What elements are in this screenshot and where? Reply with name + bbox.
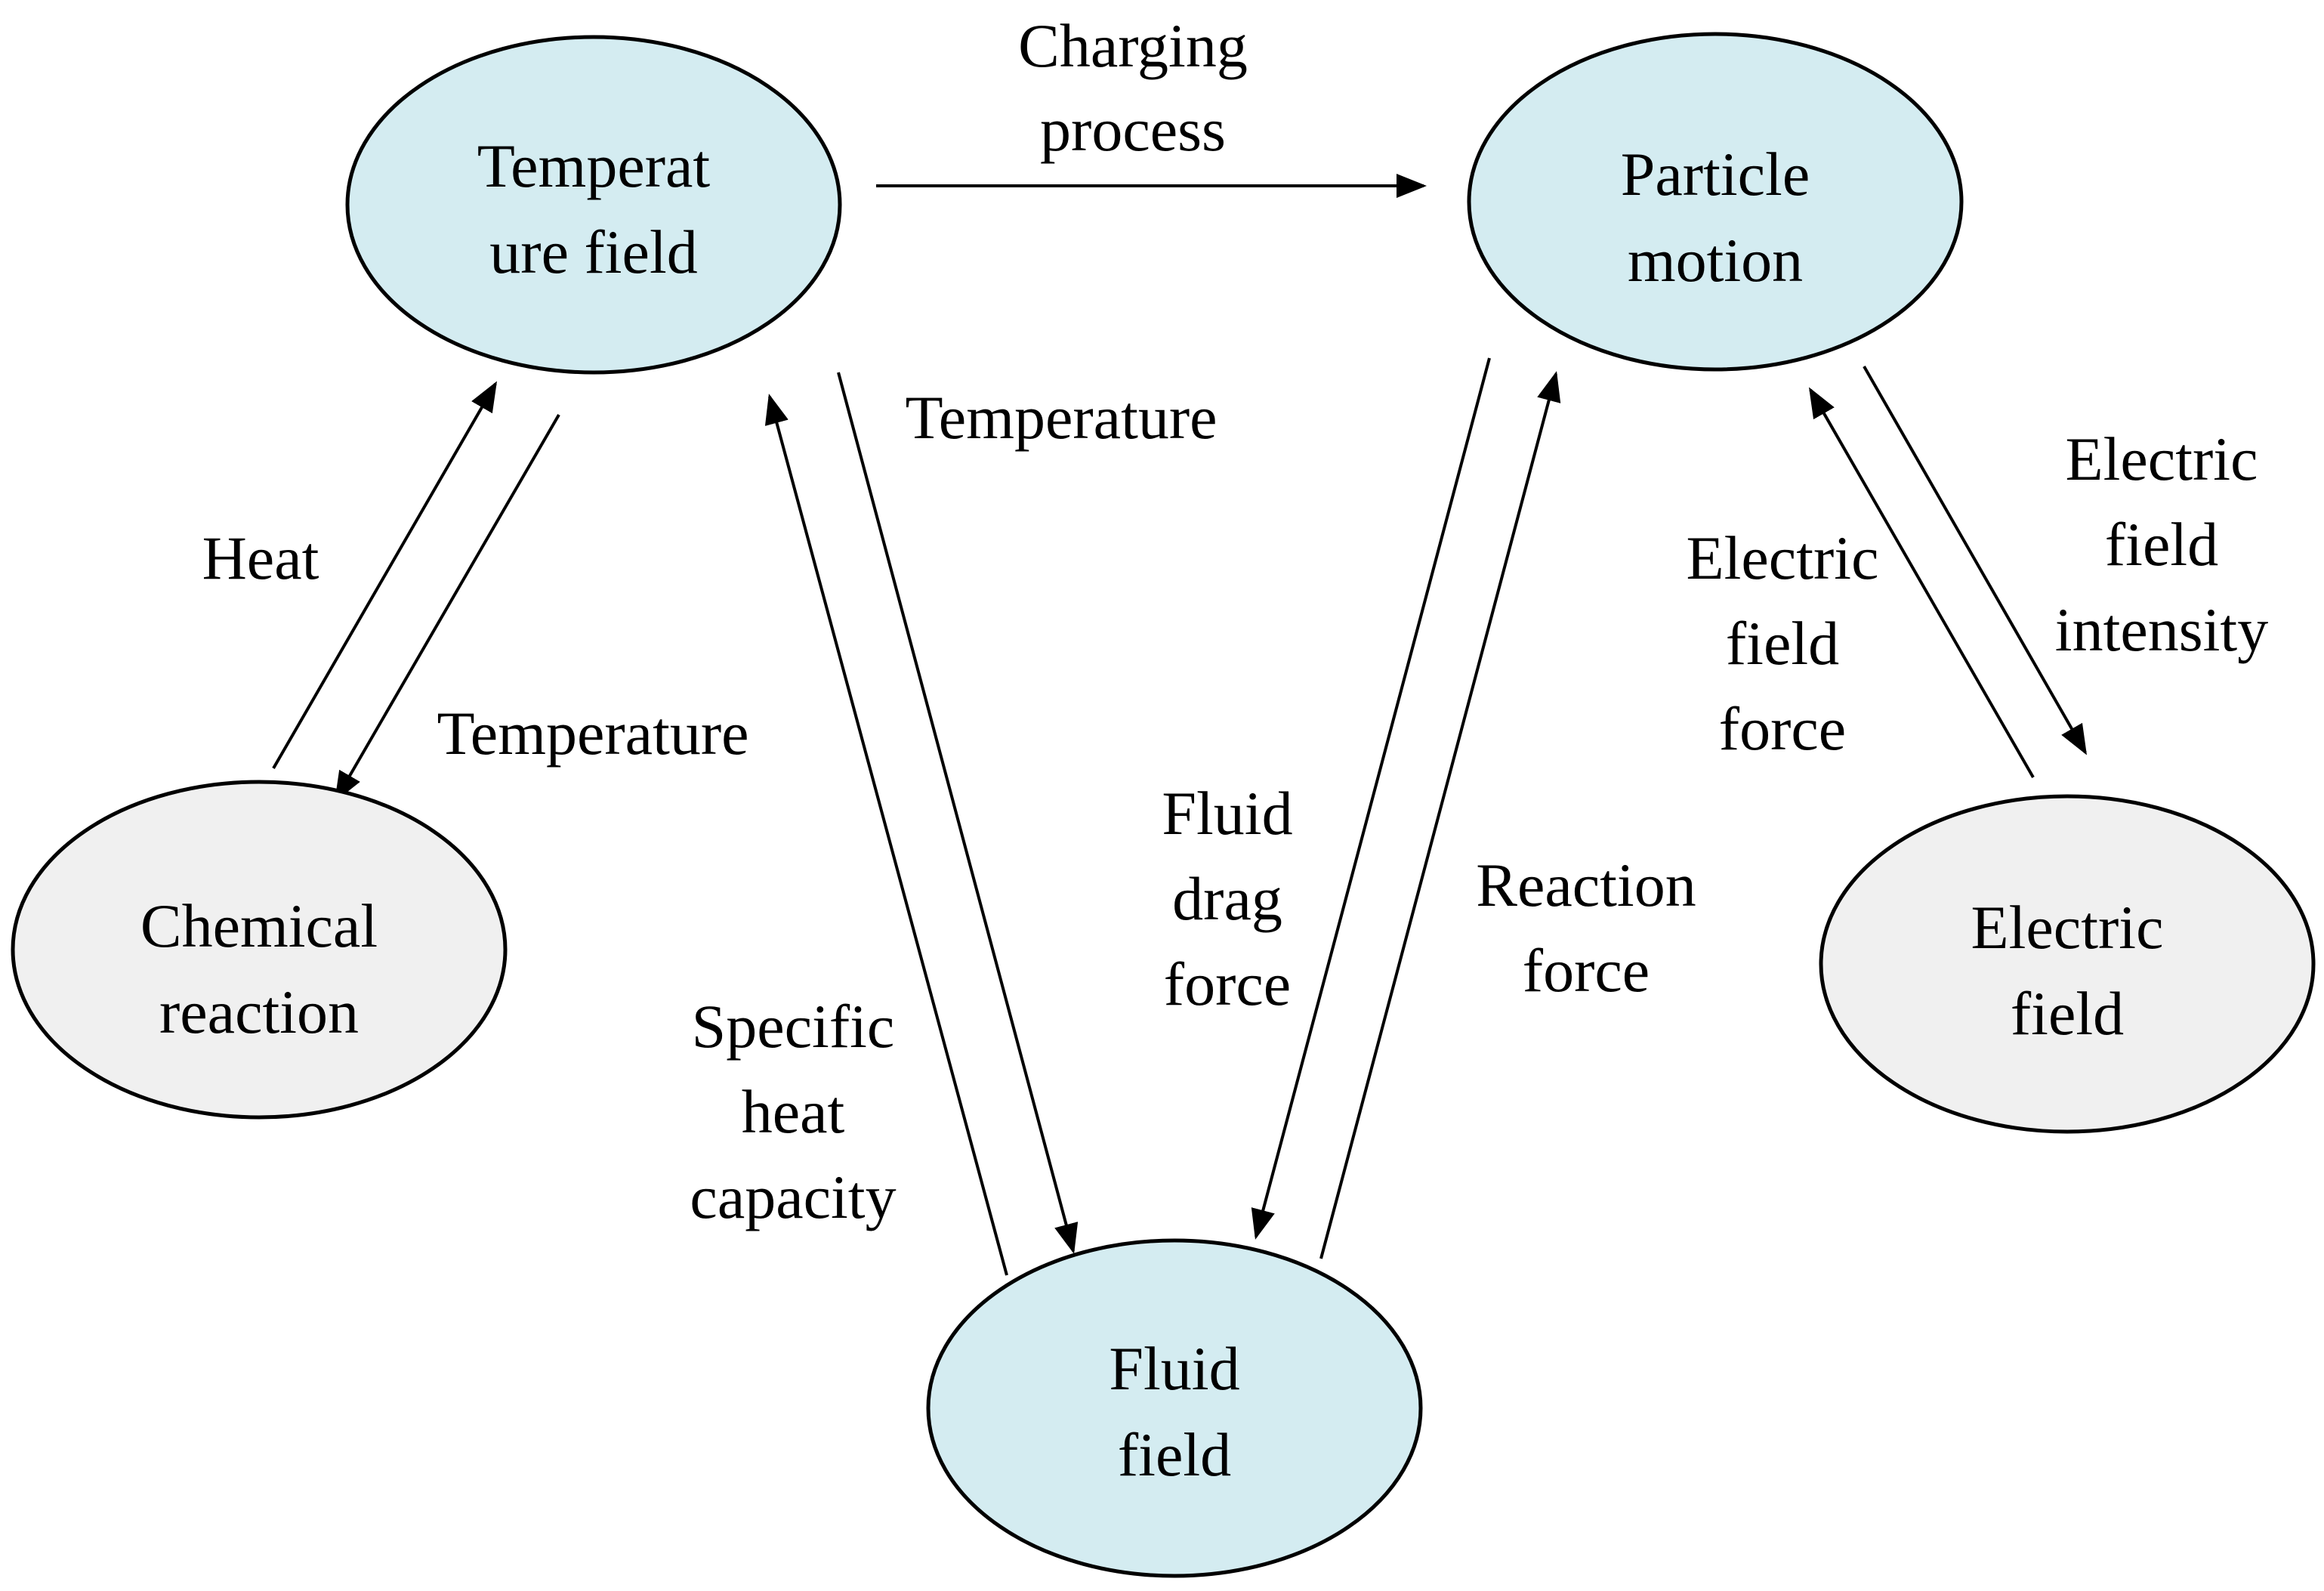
node-electric-field-line-2: field: [2011, 979, 2124, 1048]
label-specific-heat-capacity-line-2: heat: [742, 1077, 845, 1146]
label-electric-field-intensity-line-1: Electric: [2066, 425, 2258, 493]
node-particle-motion: Particle motion: [1467, 32, 1964, 372]
label-reaction-force-line-1: Reaction: [1476, 851, 1696, 919]
edge-electric-field-intensity-arrow: [1863, 366, 2087, 755]
label-electric-field-force-line-1: Electric: [1687, 524, 1879, 592]
node-electric-field: Electric field: [1819, 794, 2316, 1134]
node-temperature-field-ellipse: [345, 35, 842, 375]
node-fluid-field: Fluid field: [926, 1238, 1423, 1578]
label-heat: Heat: [202, 524, 319, 592]
label-electric-field-intensity-line-3: intensity: [2055, 595, 2268, 664]
edge-fluid-drag-force-arrow: [1251, 357, 1491, 1240]
label-reaction-force-line-2: force: [1523, 936, 1650, 1005]
edge-electric-field-force-arrow: [1809, 387, 2035, 778]
node-chemical-reaction-ellipse: [11, 780, 508, 1120]
node-electric-field-ellipse: [1819, 794, 2316, 1134]
node-temperature-field-line-2: ure field: [489, 218, 697, 286]
edge-labels: Charging process Heat Temperature Temper…: [202, 11, 2269, 1231]
edge-temperature-to-chemical-arrow: [334, 413, 560, 802]
label-charging-process-line-1: Charging: [1018, 11, 1248, 80]
nodes: Temperat ure field Particle motion Chemi…: [11, 32, 2316, 1578]
edge-heat-arrow: [272, 381, 498, 770]
edge-specific-heat-capacity-arrow: [764, 394, 1008, 1276]
node-chemical-reaction-line-1: Chemical: [140, 891, 378, 960]
node-temperature-field: Temperat ure field: [345, 35, 842, 375]
label-electric-field-force-line-3: force: [1719, 694, 1846, 763]
label-electric-field-intensity-line-2: field: [2105, 510, 2218, 579]
node-particle-motion-line-1: Particle: [1621, 140, 1810, 209]
label-charging-process-line-2: process: [1040, 95, 1226, 164]
node-fluid-field-line-2: field: [1118, 1420, 1231, 1489]
edge-reaction-force-arrow: [1319, 371, 1561, 1259]
node-particle-motion-line-2: motion: [1628, 226, 1803, 295]
label-fluid-drag-force-line-2: drag: [1172, 864, 1282, 933]
node-chemical-reaction: Chemical reaction: [11, 780, 508, 1120]
label-temperature-to-fluid: Temperature: [905, 383, 1217, 452]
node-electric-field-line-1: Electric: [1971, 893, 2164, 962]
label-fluid-drag-force-line-3: force: [1164, 950, 1291, 1018]
edge-temperature-to-fluid-arrow: [837, 372, 1079, 1254]
label-specific-heat-capacity-line-3: capacity: [690, 1163, 896, 1231]
edges: [272, 174, 2087, 1276]
node-temperature-field-line-1: Temperat: [477, 131, 711, 200]
label-electric-field-force-line-2: field: [1726, 609, 1839, 678]
node-fluid-field-line-1: Fluid: [1109, 1334, 1239, 1403]
node-particle-motion-ellipse: [1467, 32, 1964, 372]
node-fluid-field-ellipse: [926, 1238, 1423, 1578]
label-fluid-drag-force-line-1: Fluid: [1162, 779, 1292, 848]
node-chemical-reaction-line-2: reaction: [159, 978, 359, 1046]
label-temperature-to-chemical: Temperature: [437, 699, 748, 768]
label-specific-heat-capacity-line-1: Specific: [692, 992, 895, 1061]
